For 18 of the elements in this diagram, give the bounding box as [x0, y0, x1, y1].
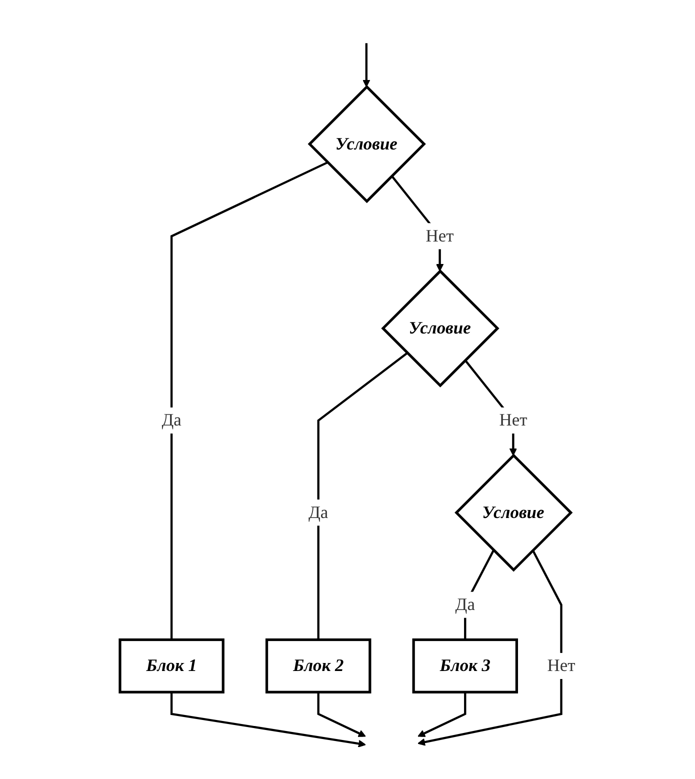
edge-label: Нет — [547, 656, 576, 676]
arrow — [417, 692, 466, 737]
connector — [170, 161, 328, 640]
arrow — [317, 692, 366, 737]
edge-label: Да — [455, 595, 475, 614]
edge-label: Да — [308, 503, 328, 522]
node-diamond: Условие — [308, 85, 426, 204]
node-box: Блок 2 — [265, 638, 372, 694]
arrow — [362, 43, 370, 88]
node-diamond: Условие — [454, 454, 573, 572]
node-box: Блок 1 — [118, 638, 224, 694]
edge-label: Да — [162, 410, 182, 430]
node-diamond: Условие — [381, 269, 500, 388]
edge-label: Нет — [426, 226, 454, 246]
edge-label: Нет — [499, 410, 528, 430]
connector — [317, 352, 408, 640]
arrow — [170, 692, 366, 748]
node-box: Блок 3 — [412, 638, 518, 694]
